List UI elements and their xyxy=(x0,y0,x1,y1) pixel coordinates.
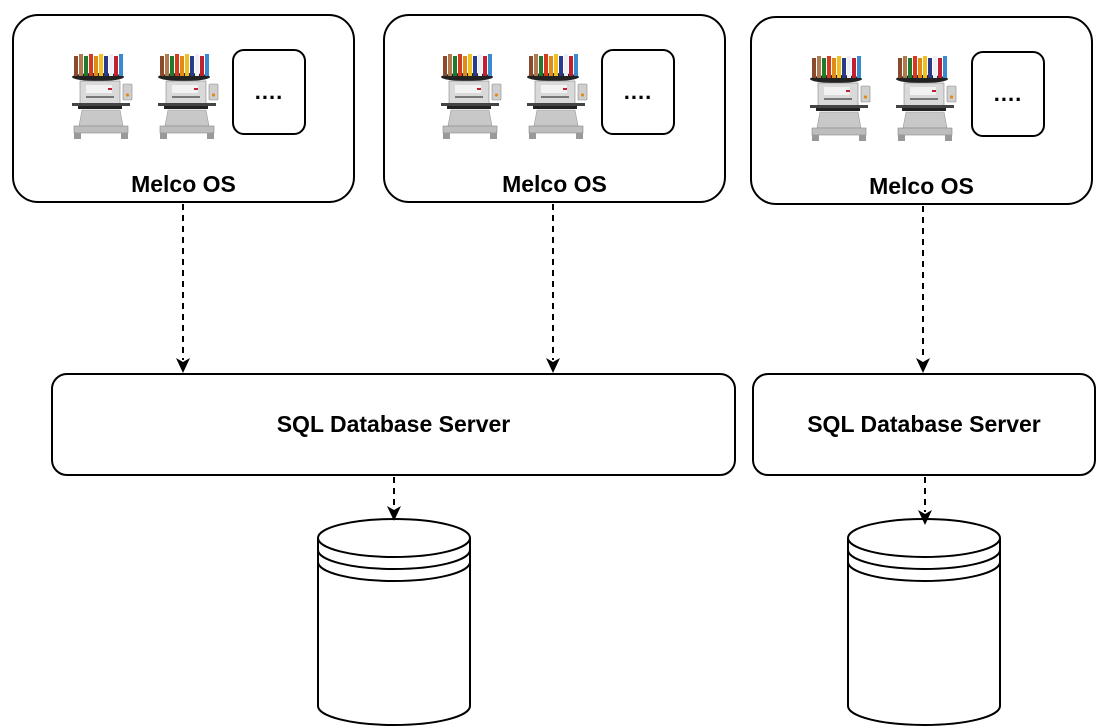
sql-server-label: SQL Database Server xyxy=(807,411,1041,437)
more-machines-box: .... xyxy=(601,49,675,135)
os-label: Melco OS xyxy=(502,171,607,197)
more-machines-box: .... xyxy=(232,49,306,135)
arrowhead-icon xyxy=(176,358,190,373)
os-label: Melco OS xyxy=(869,173,974,199)
sql-server-2: SQL Database Server xyxy=(752,373,1096,476)
os-group-2: .... Melco OS xyxy=(383,14,726,203)
arrowhead-icon xyxy=(546,358,560,373)
arrowhead-icon xyxy=(387,506,401,521)
os-group-3: .... Melco OS xyxy=(750,16,1093,205)
database-1-icon xyxy=(317,518,471,726)
more-machines-box: .... xyxy=(971,51,1045,137)
more-label: .... xyxy=(623,79,653,104)
os-label: Melco OS xyxy=(131,171,236,197)
sql-server-label: SQL Database Server xyxy=(276,411,511,437)
more-label: .... xyxy=(254,79,284,104)
sql-server-1: SQL Database Server xyxy=(51,373,736,476)
more-label: .... xyxy=(993,81,1023,106)
arrowhead-icon xyxy=(916,358,930,373)
os-group-1: .... Melco OS xyxy=(12,14,355,203)
database-2-icon xyxy=(847,518,1001,726)
arrowhead-icon xyxy=(918,510,932,525)
